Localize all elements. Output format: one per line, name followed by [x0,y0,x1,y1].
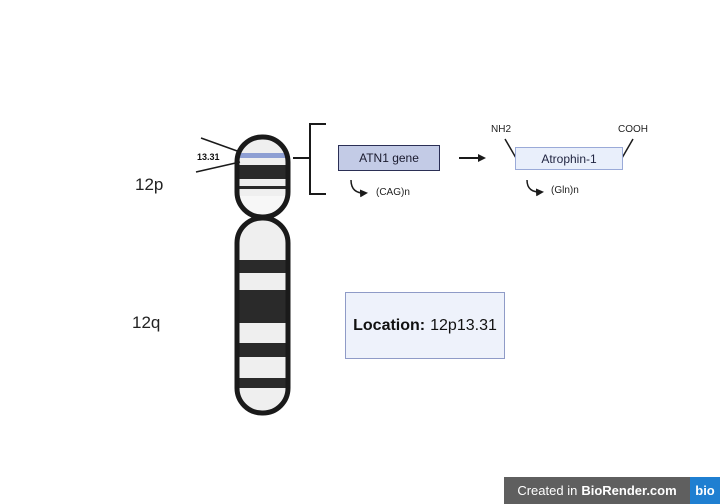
chromosome-q-arm [234,215,291,416]
location-box: Location: 12p13.31 [345,292,505,359]
protein-box: Atrophin-1 [515,147,623,170]
dark-band [237,378,288,388]
dark-band [237,165,288,179]
dark-band [237,343,288,357]
c-terminus-label: COOH [618,124,648,135]
curved-arrow-icon [350,179,368,198]
p-arm-label: 12p [135,175,164,194]
biorender-logo-icon: bio [690,477,720,504]
band-label: 13.31 [197,152,220,162]
band-13-31-highlight [237,153,288,158]
n-terminus-label: NH2 [491,124,512,135]
protein-repeat-label: (Gln)n [551,185,579,196]
credit-prefix: Created in [517,483,578,498]
biorender-credit-badge[interactable]: Created in BioRender.com bio [504,477,720,504]
c-terminus-line [621,138,634,159]
dark-band [237,186,288,189]
curved-arrow-icon [526,179,544,197]
credit-text: Created in BioRender.com [504,477,690,504]
dark-band [237,290,288,323]
dark-band [237,260,288,273]
band-pointer-line [195,161,241,173]
chromosome-p-arm [234,134,291,220]
credit-brand: BioRender.com [581,483,677,498]
gene-repeat-label: (CAG)n [376,187,410,198]
location-value: 12p13.31 [430,316,497,334]
location-title: Location: [353,316,426,334]
band-pointer-line [200,137,241,153]
gene-box: ATN1 gene [338,145,440,171]
n-terminus-line [504,138,517,159]
q-arm-label: 12q [132,313,161,332]
bracket-icon [309,123,326,195]
